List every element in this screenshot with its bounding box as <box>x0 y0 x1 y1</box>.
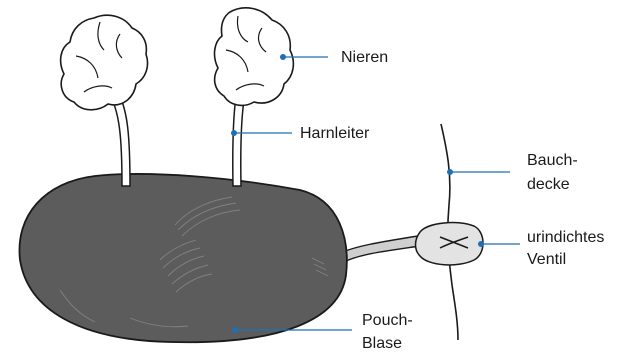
label-pouch-line2: Blase <box>362 335 402 352</box>
label-nieren: Nieren <box>341 49 388 66</box>
pouch-bladder <box>19 174 346 342</box>
leader-bauchdecke <box>447 169 510 175</box>
kidneys <box>61 8 294 110</box>
connecting-tube <box>338 236 420 262</box>
label-ventil-line1: urindichtes <box>527 229 604 246</box>
leader-ventil <box>478 241 520 247</box>
label-pouch-line1: Pouch- <box>362 312 413 329</box>
label-ventil-line2: Ventil <box>527 251 566 268</box>
label-bauchdecke-line2: decke <box>527 176 570 193</box>
kidney-left <box>61 15 148 110</box>
label-harnleiter: Harnleiter <box>300 125 370 142</box>
valve-stoma <box>416 223 484 265</box>
label-bauchdecke-line1: Bauch- <box>527 152 578 169</box>
